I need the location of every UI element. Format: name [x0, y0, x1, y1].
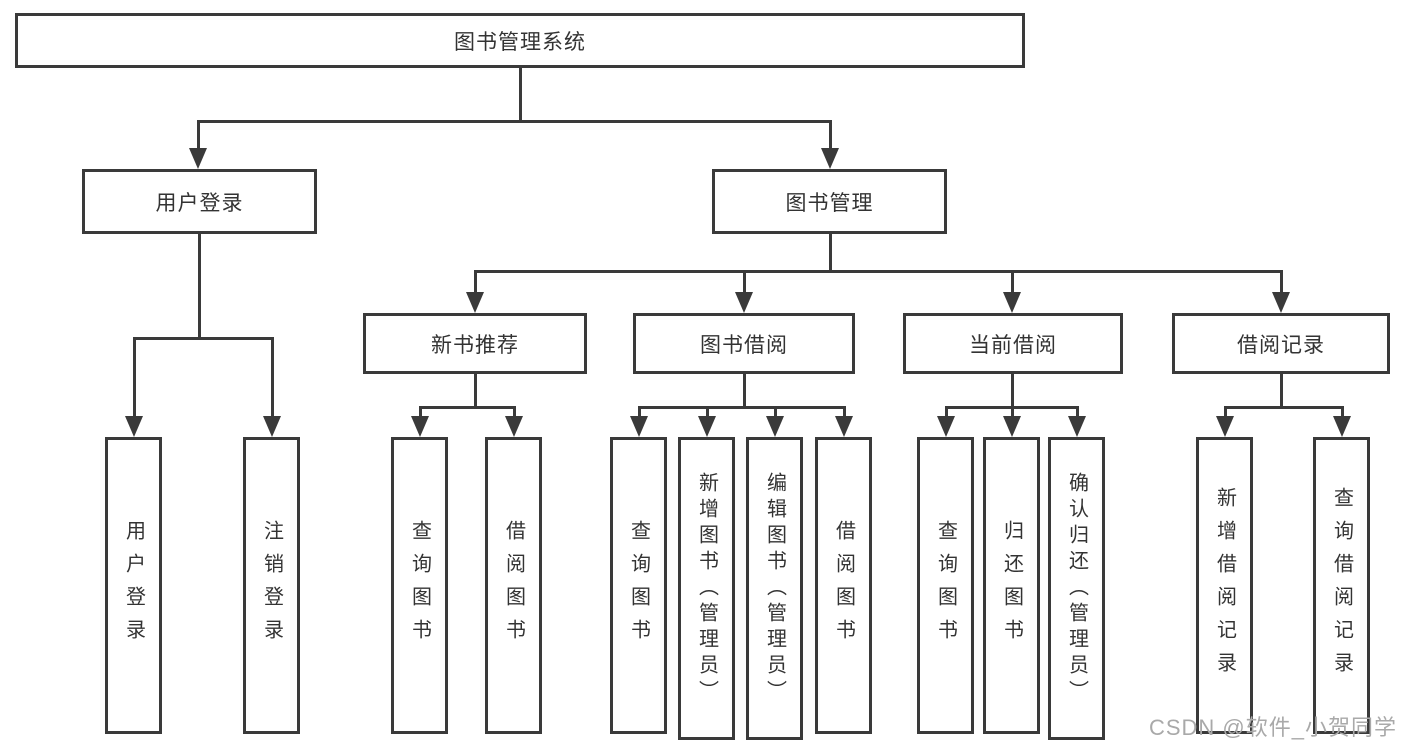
- node-label: 借阅记录: [1237, 333, 1325, 357]
- arrow-down: [189, 148, 207, 169]
- leaf-label: 注销登录: [260, 519, 283, 652]
- leaf-return-books: 归还图书: [983, 437, 1040, 734]
- leaf-confirm-return-admin: 确认归还（管理员）: [1048, 437, 1105, 740]
- arrow-down: [125, 416, 143, 437]
- connector-rail: [638, 406, 845, 409]
- arrow-down: [835, 416, 853, 437]
- node-library-system: 图书管理系统: [15, 13, 1025, 68]
- connector-stub: [774, 406, 777, 419]
- leaf-label: 新增借阅记录: [1213, 486, 1236, 685]
- node-label: 当前借阅: [969, 333, 1057, 357]
- arrow-down: [263, 416, 281, 437]
- connector-stem: [474, 374, 477, 406]
- arrow-down: [1003, 416, 1021, 437]
- leaf-query-books: 查询图书: [391, 437, 448, 734]
- node-new-book-recommend: 新书推荐: [363, 313, 587, 374]
- node-label: 用户登录: [155, 191, 244, 215]
- arrow-down: [735, 292, 753, 313]
- node-user-login: 用户登录: [82, 169, 317, 234]
- connector-stub: [743, 270, 746, 295]
- connector-stub: [1076, 406, 1079, 419]
- leaf-label: 编辑图书（管理员）: [763, 471, 786, 706]
- arrow-down: [411, 416, 429, 437]
- connector-stub: [133, 337, 136, 419]
- leaf-label: 归还图书: [1000, 519, 1023, 652]
- connector-stub: [706, 406, 709, 419]
- connector-rail: [133, 337, 273, 340]
- connector-stem: [1011, 374, 1014, 406]
- connector-stub: [1011, 406, 1014, 419]
- connector-stem: [198, 234, 201, 337]
- leaf-add-borrow-record: 新增借阅记录: [1196, 437, 1253, 734]
- node-label: 图书管理: [785, 191, 874, 215]
- leaf-label: 借阅图书: [832, 519, 855, 652]
- connector-stub: [945, 406, 948, 419]
- connector-stub: [1011, 270, 1014, 295]
- leaf-user-login: 用户登录: [105, 437, 162, 734]
- node-label: 图书借阅: [700, 333, 788, 357]
- arrow-down: [1003, 292, 1021, 313]
- node-label: 图书管理系统: [454, 30, 586, 54]
- connector-stub: [419, 406, 422, 419]
- leaf-add-books-admin: 新增图书（管理员）: [678, 437, 735, 740]
- connector-stub: [638, 406, 641, 419]
- arrow-down: [1068, 416, 1086, 437]
- connector-stub: [843, 406, 846, 419]
- leaf-edit-books-admin: 编辑图书（管理员）: [746, 437, 803, 740]
- connector-root-rail: [197, 120, 831, 123]
- arrow-down: [505, 416, 523, 437]
- leaf-query-books: 查询图书: [917, 437, 974, 734]
- node-book-management: 图书管理: [712, 169, 947, 234]
- leaf-label: 查询借阅记录: [1330, 486, 1353, 685]
- connector-stem: [829, 234, 832, 270]
- node-label: 新书推荐: [431, 333, 519, 357]
- arrow-down: [466, 292, 484, 313]
- connector-rail: [1224, 406, 1343, 409]
- connector-root-stem: [519, 68, 522, 120]
- node-book-borrow: 图书借阅: [633, 313, 855, 374]
- connector-stub: [197, 120, 200, 152]
- leaf-label: 查询图书: [627, 519, 650, 652]
- node-borrow-records: 借阅记录: [1172, 313, 1390, 374]
- arrow-down: [821, 148, 839, 169]
- leaf-label: 查询图书: [408, 519, 431, 652]
- connector-stub: [1341, 406, 1344, 419]
- connector-stub: [271, 337, 274, 419]
- connector-stub: [1224, 406, 1227, 419]
- arrow-down: [937, 416, 955, 437]
- connector-stub: [513, 406, 516, 419]
- arrow-down: [766, 416, 784, 437]
- arrow-down: [630, 416, 648, 437]
- leaf-label: 借阅图书: [502, 519, 525, 652]
- leaf-borrow-books: 借阅图书: [485, 437, 542, 734]
- arrow-down: [1216, 416, 1234, 437]
- leaf-label: 查询图书: [934, 519, 957, 652]
- leaf-label: 用户登录: [122, 519, 145, 652]
- node-current-borrow: 当前借阅: [903, 313, 1123, 374]
- leaf-label: 新增图书（管理员）: [695, 471, 718, 706]
- arrow-down: [698, 416, 716, 437]
- connector-stub: [829, 120, 832, 152]
- connector-stub: [1280, 270, 1283, 295]
- connector-stem: [1280, 374, 1283, 406]
- csdn-watermark: CSDN @软件_小贺同学: [1148, 715, 1397, 740]
- leaf-query-books: 查询图书: [610, 437, 667, 734]
- leaf-query-borrow-record: 查询借阅记录: [1313, 437, 1370, 734]
- connector-rail: [474, 270, 1282, 273]
- arrow-down: [1333, 416, 1351, 437]
- connector-rail: [419, 406, 515, 409]
- connector-stub: [474, 270, 477, 295]
- leaf-borrow-books: 借阅图书: [815, 437, 872, 734]
- arrow-down: [1272, 292, 1290, 313]
- leaf-logout: 注销登录: [243, 437, 300, 734]
- leaf-label: 确认归还（管理员）: [1065, 471, 1088, 706]
- connector-stem: [743, 374, 746, 406]
